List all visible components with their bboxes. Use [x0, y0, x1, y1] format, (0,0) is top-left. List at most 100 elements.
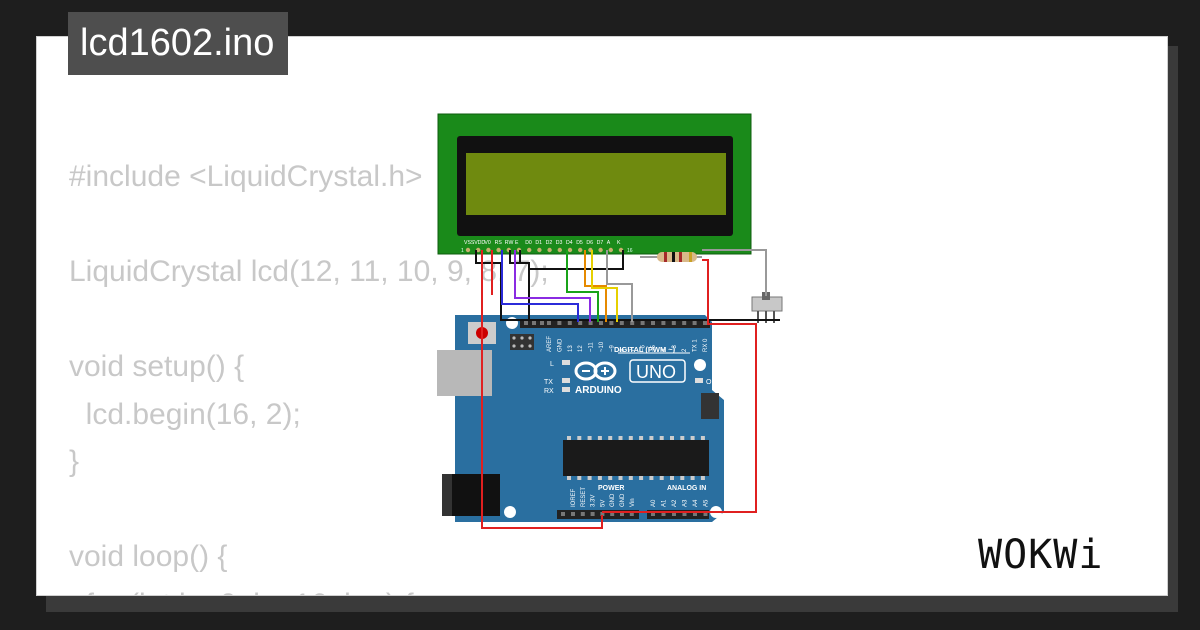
wires — [475, 249, 780, 529]
header-pin[interactable] — [693, 512, 697, 516]
usb-port — [437, 350, 492, 396]
header-pin[interactable] — [661, 321, 666, 325]
header-pin[interactable] — [703, 321, 707, 325]
digital-pin-label: ~3 — [672, 344, 678, 352]
header-pin[interactable] — [567, 321, 572, 325]
bottom-pin-label: A3 — [683, 499, 689, 507]
header-pin[interactable] — [651, 321, 655, 325]
header-pin[interactable] — [540, 321, 544, 325]
lcd-pin[interactable] — [465, 247, 471, 253]
lcd-pin[interactable] — [476, 247, 481, 253]
resistor[interactable] — [640, 252, 702, 262]
digital-pin-label: 8 — [620, 348, 626, 352]
bottom-pin-label: GND — [620, 493, 626, 507]
lcd-pin-label: V0 — [484, 240, 490, 246]
header-pin[interactable] — [610, 512, 615, 516]
digital-label: DIGITAL (PWM ~) — [614, 345, 676, 354]
header-pin[interactable] — [651, 512, 655, 516]
header-pin[interactable] — [561, 512, 565, 516]
lcd-pin-label: A — [607, 240, 611, 246]
digital-pin-label: AREF — [547, 336, 553, 352]
header-pin[interactable] — [630, 321, 635, 325]
header-pin[interactable] — [692, 321, 697, 325]
digital-pin-label: ~9 — [609, 344, 615, 352]
header-pin[interactable] — [590, 512, 595, 516]
lcd-pin[interactable] — [578, 247, 583, 253]
lcd-pin-row — [465, 247, 624, 253]
digital-pin-label: TX 1 — [693, 339, 699, 352]
wire-red — [602, 259, 757, 513]
lcd-pin[interactable] — [527, 247, 532, 253]
header-pin[interactable] — [661, 512, 666, 516]
lcd-pin[interactable] — [496, 247, 501, 253]
lcd-pin-label: RS — [495, 240, 503, 246]
header-pin[interactable] — [524, 321, 528, 325]
bottom-pin-label: A5 — [704, 499, 710, 507]
header-pin[interactable] — [672, 512, 676, 516]
digital-pin-label: ~11 — [589, 342, 595, 352]
lcd-pin-label: VDD — [474, 240, 485, 246]
bottom-pin-label: Vin — [630, 498, 636, 507]
wokwi-logo-text: WOKWi — [978, 532, 1103, 578]
digital-pin-label: ~10 — [599, 341, 605, 352]
lcd-pin[interactable] — [567, 247, 573, 253]
led-l-label: L — [550, 361, 554, 368]
header-pin[interactable] — [682, 512, 687, 516]
digital-pin-label: 7 — [630, 348, 636, 352]
wire-yellow — [591, 250, 618, 322]
power-label: POWER — [598, 485, 624, 492]
bottom-pin-label: GND — [610, 493, 616, 507]
atmega-chip — [563, 440, 709, 476]
header-pin[interactable] — [557, 321, 562, 325]
header-pin[interactable] — [640, 321, 645, 325]
lcd-pin[interactable] — [486, 247, 491, 253]
code-preview: #include <LiquidCrystal.h> LiquidCrystal … — [69, 153, 549, 596]
bottom-pin-label: RESET — [581, 487, 587, 507]
header-pin[interactable] — [600, 512, 605, 516]
code-line: } — [69, 445, 80, 478]
digital-pin-label: GND — [557, 338, 563, 352]
wire-gray — [606, 250, 633, 322]
header-pin[interactable] — [620, 512, 624, 516]
header-pin[interactable] — [619, 321, 624, 325]
header-pin[interactable] — [532, 321, 536, 325]
lcd-pin-label: D3 — [556, 240, 563, 246]
digital-pin-label: ~6 — [641, 344, 647, 352]
code-line: LiquidCrystal lcd(12, 11, 10, 9, 8, 7); — [69, 255, 549, 288]
lcd-pin[interactable] — [598, 247, 603, 253]
lcd-pin[interactable] — [557, 247, 562, 253]
slide-switch[interactable] — [751, 292, 783, 323]
lcd-pin[interactable] — [608, 247, 613, 253]
header-pin[interactable] — [578, 321, 583, 325]
header-pin[interactable] — [629, 512, 634, 516]
digital-pin-label: 2 — [682, 348, 688, 352]
lcd-pin-label: RW — [505, 240, 514, 246]
header-pin[interactable] — [609, 321, 614, 325]
lcd-pin-number: 16 — [627, 248, 633, 254]
lcd-pin[interactable] — [537, 247, 542, 253]
wire-orange — [584, 250, 607, 322]
header-pin[interactable] — [682, 321, 687, 325]
header-pin[interactable] — [703, 512, 708, 516]
header-pin[interactable] — [671, 321, 676, 325]
bottom-pin-label: A1 — [662, 499, 668, 507]
header-pin[interactable] — [599, 321, 603, 325]
arduino-model: UNO — [636, 362, 676, 382]
lcd-pin-label: D0 — [525, 240, 532, 246]
wire-purple — [514, 250, 591, 322]
header-pin[interactable] — [571, 512, 575, 516]
lcd-pin-label: D4 — [566, 240, 573, 246]
lcd-screen — [466, 153, 726, 215]
code-line: #include <LiquidCrystal.h> — [69, 160, 423, 193]
code-line: for (int i = 0; i < 16; i++) { — [69, 581, 549, 596]
header-pin[interactable] — [580, 512, 585, 516]
header-pin[interactable] — [588, 321, 593, 325]
lcd-pin[interactable] — [547, 247, 552, 253]
lcd-pin-label: D1 — [535, 240, 542, 246]
header-pin[interactable] — [547, 321, 551, 325]
